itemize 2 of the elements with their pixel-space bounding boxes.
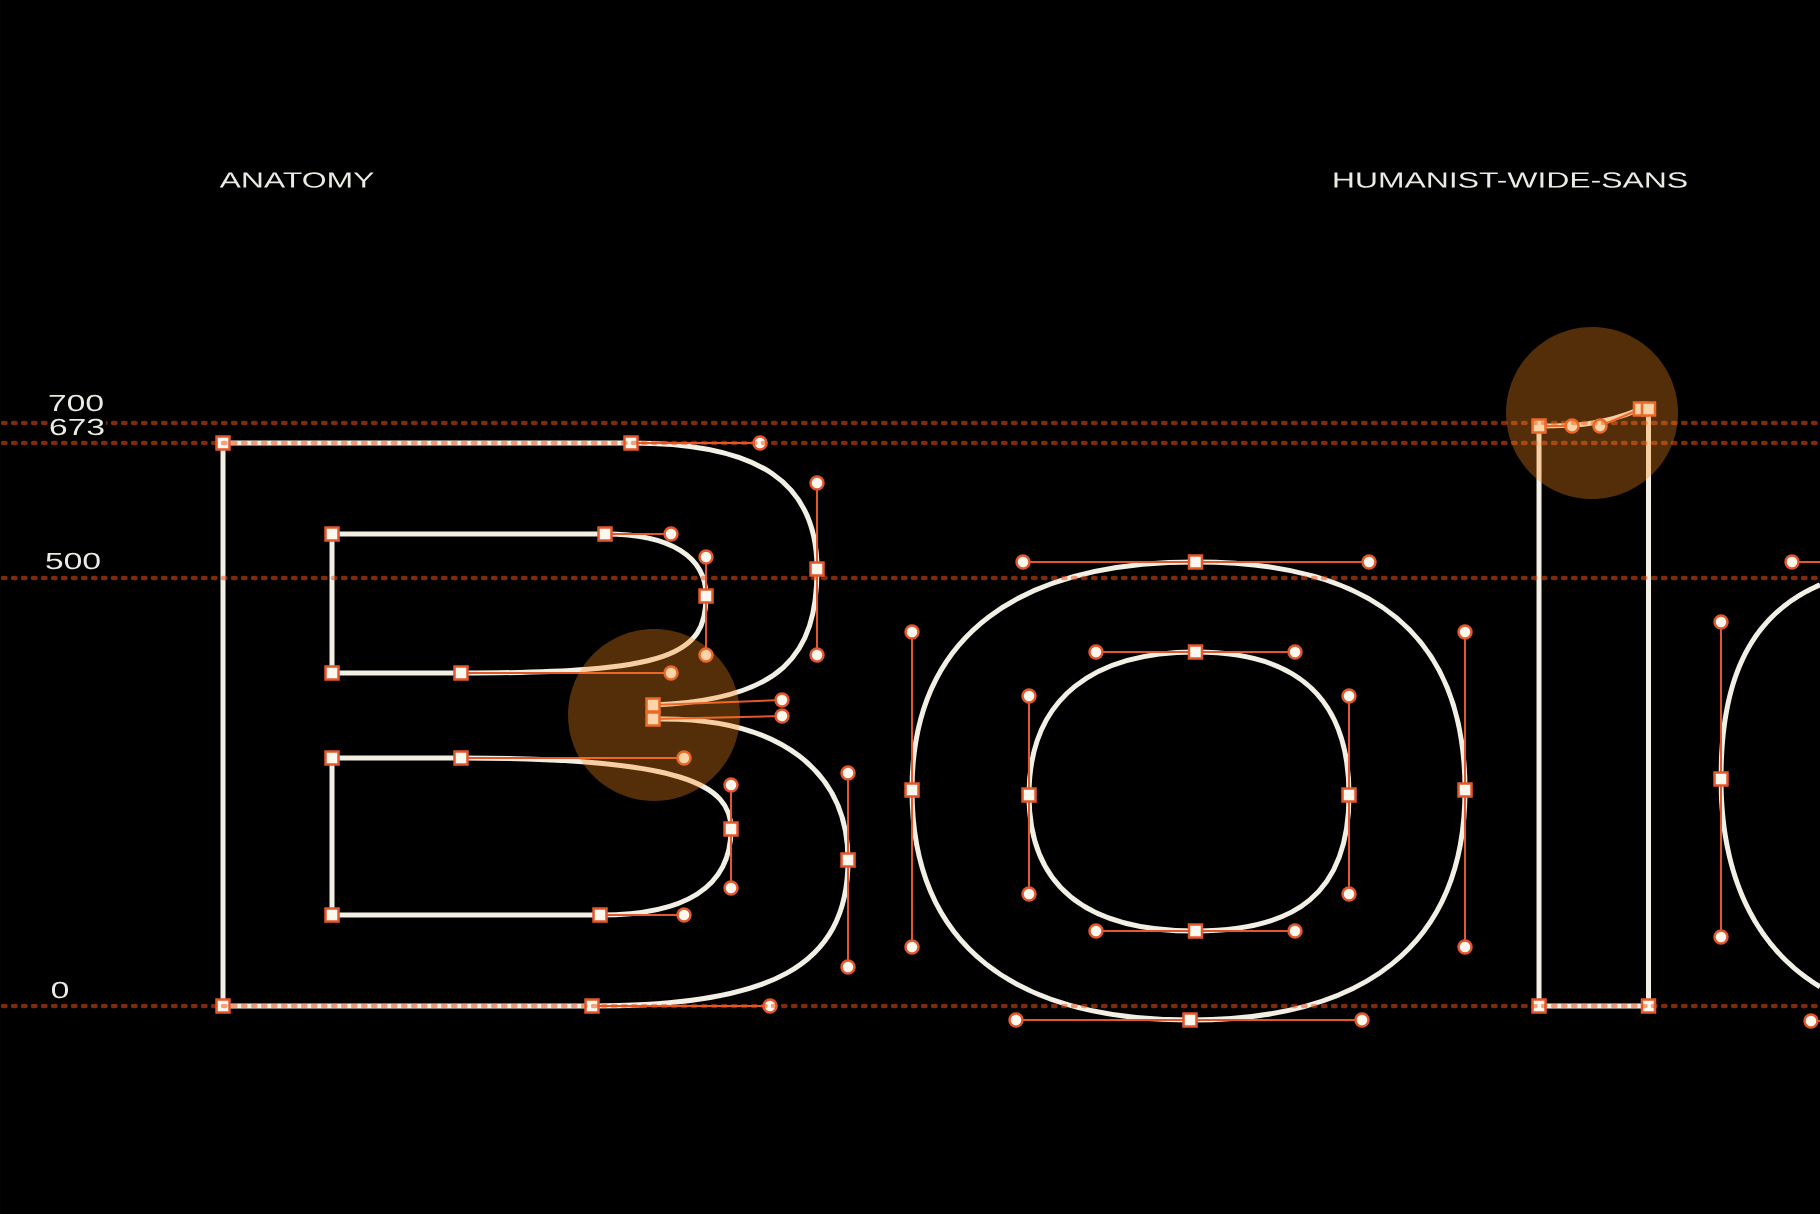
heading: ANATOMY (219, 172, 374, 188)
heading: HUMANIST-WIDE-SANS (1334, 172, 1687, 188)
